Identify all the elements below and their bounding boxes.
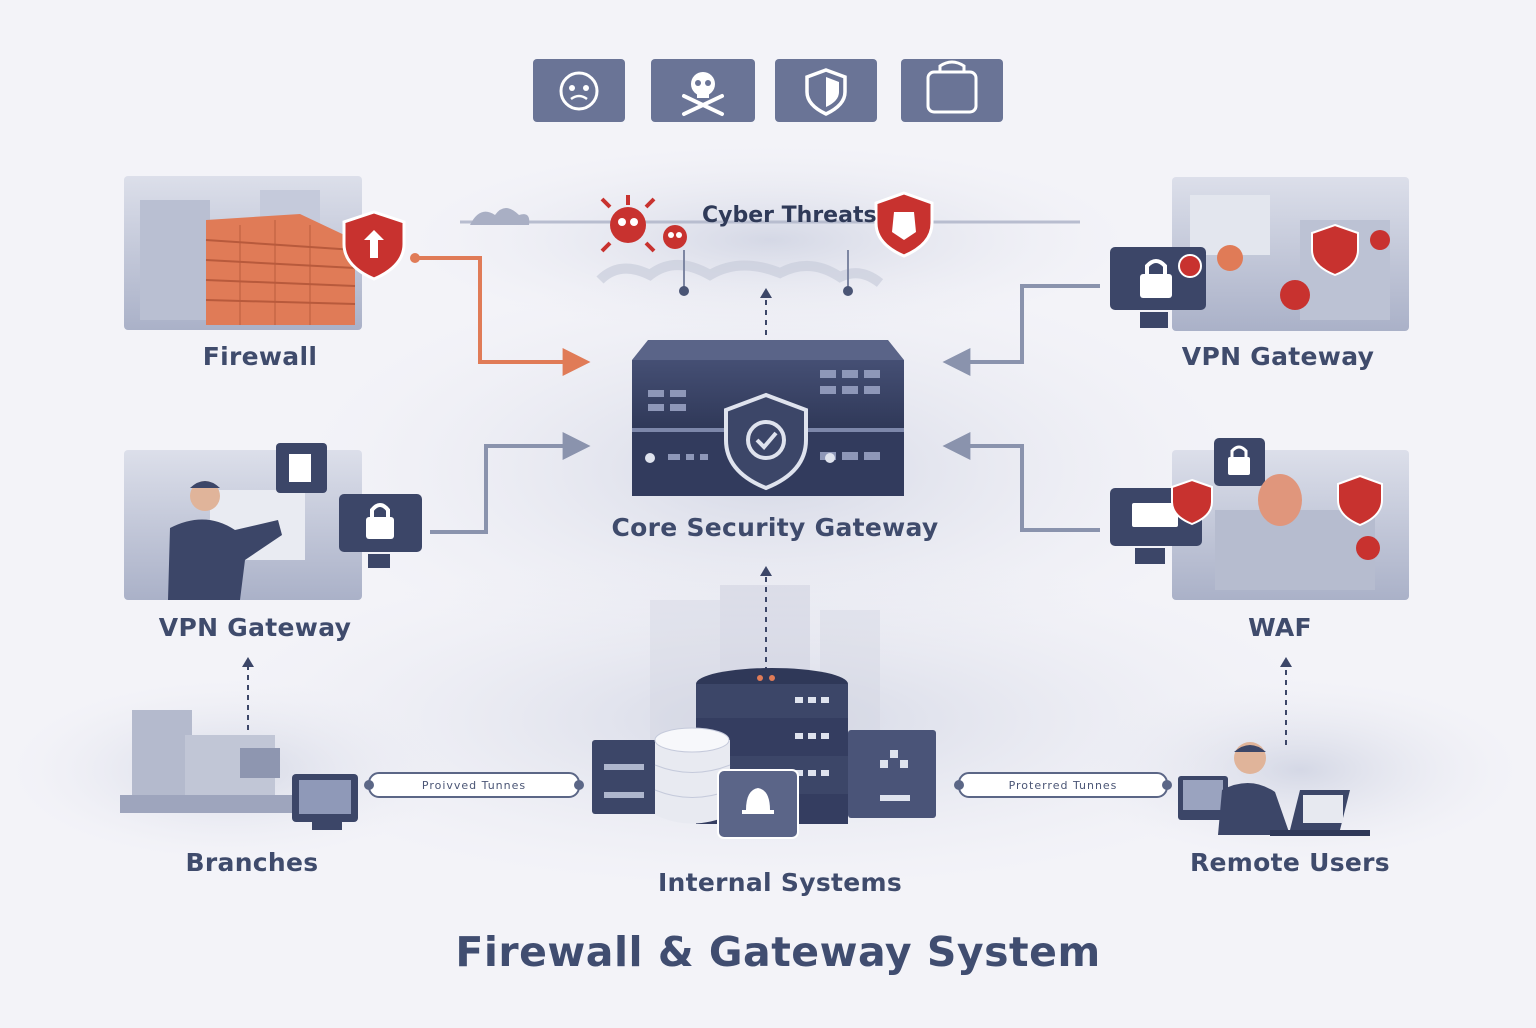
threat-shield-icon — [874, 191, 934, 258]
firewall-label: Firewall — [202, 342, 318, 371]
cyber-threats-label: Cyber Threats — [702, 203, 877, 228]
tunnel-right: Proterred Tunnes — [954, 772, 1172, 798]
internal-systems-label: Internal Systems — [657, 868, 903, 897]
remote-users-label: Remote Users — [1190, 848, 1390, 877]
person-at-screen — [168, 481, 282, 600]
cyber-threats-band — [460, 191, 1080, 296]
monitor-lock-icon — [339, 494, 422, 568]
kiosk-monitor-icon — [292, 774, 358, 830]
lock-icon — [1214, 438, 1265, 486]
virus-icon — [600, 195, 687, 253]
vpn-gateway-right-panel — [1110, 177, 1409, 331]
waf-panel — [1110, 438, 1409, 600]
page-title: Firewall & Gateway System — [455, 928, 1101, 976]
waf-label: WAF — [1248, 613, 1312, 642]
brick-wall — [205, 214, 356, 325]
database-icon — [654, 727, 731, 824]
connectors — [242, 253, 1292, 745]
firewall-panel — [124, 176, 406, 330]
internal-systems-illustration — [592, 668, 936, 839]
waf-to-core-arrow — [942, 432, 1100, 532]
top-icon-row — [533, 59, 1003, 122]
remote-users-illustration — [1178, 742, 1370, 836]
branches-illustration — [120, 710, 358, 830]
vpn-right-to-core-arrow — [942, 284, 1100, 376]
branches-label: Branches — [185, 848, 319, 877]
bug-icon — [533, 59, 625, 122]
tunnel-left-label: Proivved Tunnes — [421, 778, 527, 792]
laptop-icon — [1270, 790, 1370, 836]
tunnel-right-label: Proterred Tunnes — [1008, 778, 1118, 792]
bell-lock-icon — [717, 769, 799, 839]
core-security-gateway-label: Core Security Gateway — [611, 513, 939, 542]
tunnel-left: Proivved Tunnes — [364, 772, 584, 798]
skull-crossbones-icon — [651, 59, 755, 122]
vpn-gateway-right-label: VPN Gateway — [1181, 342, 1375, 371]
shield-icon — [775, 59, 877, 122]
vpn-gateway-left-panel — [124, 443, 422, 600]
vpn-left-to-core-arrow — [430, 432, 591, 534]
core-security-gateway — [632, 288, 904, 496]
document-icon — [276, 443, 327, 493]
vpn-gateway-left-label: VPN Gateway — [158, 613, 352, 642]
firewall-to-core-arrow — [415, 256, 591, 376]
wpo-lock-icon — [901, 59, 1003, 122]
